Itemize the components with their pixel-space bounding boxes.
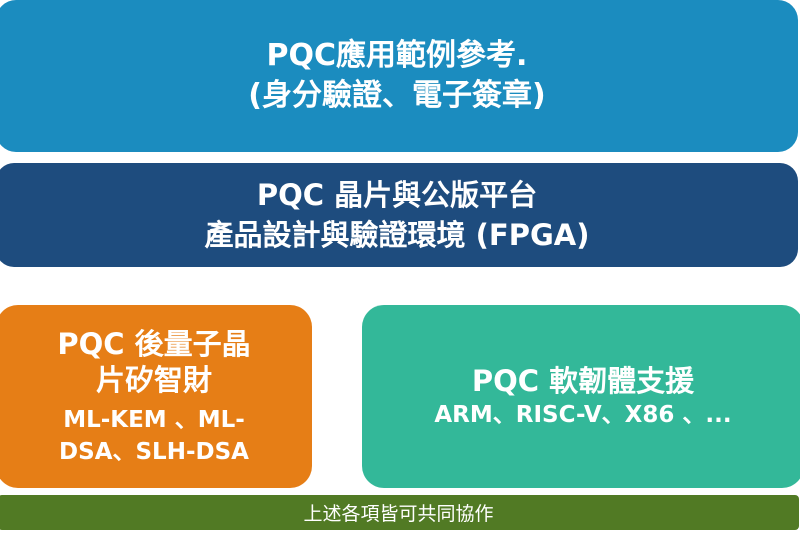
platform-title: PQC 晶片與公版平台 (256, 178, 538, 212)
platform-layer: PQC 晶片與公版平台 產品設計與驗證環境 (FPGA) (0, 163, 798, 267)
ip-block: PQC 後量子晶 片矽智財 ML-KEM 、ML- DSA、SLH-DSA (0, 305, 312, 488)
applications-layer: PQC應用範例參考. (身分驗證、電子簽章) (0, 0, 798, 152)
footer-bar: 上述各項皆可共同協作 (0, 495, 799, 530)
footer-text: 上述各項皆可共同協作 (303, 503, 494, 525)
applications-title: PQC應用範例參考. (266, 38, 528, 73)
ip-algorithms-line1: ML-KEM 、ML- (63, 406, 245, 433)
ip-title-line1: PQC 後量子晶 (57, 326, 251, 361)
platform-subtitle: 產品設計與驗證環境 (FPGA) (204, 218, 590, 252)
ip-title-line2: 片矽智財 (95, 362, 212, 397)
firmware-platforms: ARM、RISC-V、X86 、... (434, 401, 732, 428)
ip-algorithms-line2: DSA、SLH-DSA (59, 438, 249, 465)
firmware-block: PQC 軟韌體支援 ARM、RISC-V、X86 、... (362, 305, 800, 488)
ip-algorithms: ML-KEM 、ML- DSA、SLH-DSA (59, 404, 249, 468)
applications-subtitle: (身分驗證、電子簽章) (248, 78, 546, 113)
firmware-title: PQC 軟韌體支援 (471, 363, 695, 398)
